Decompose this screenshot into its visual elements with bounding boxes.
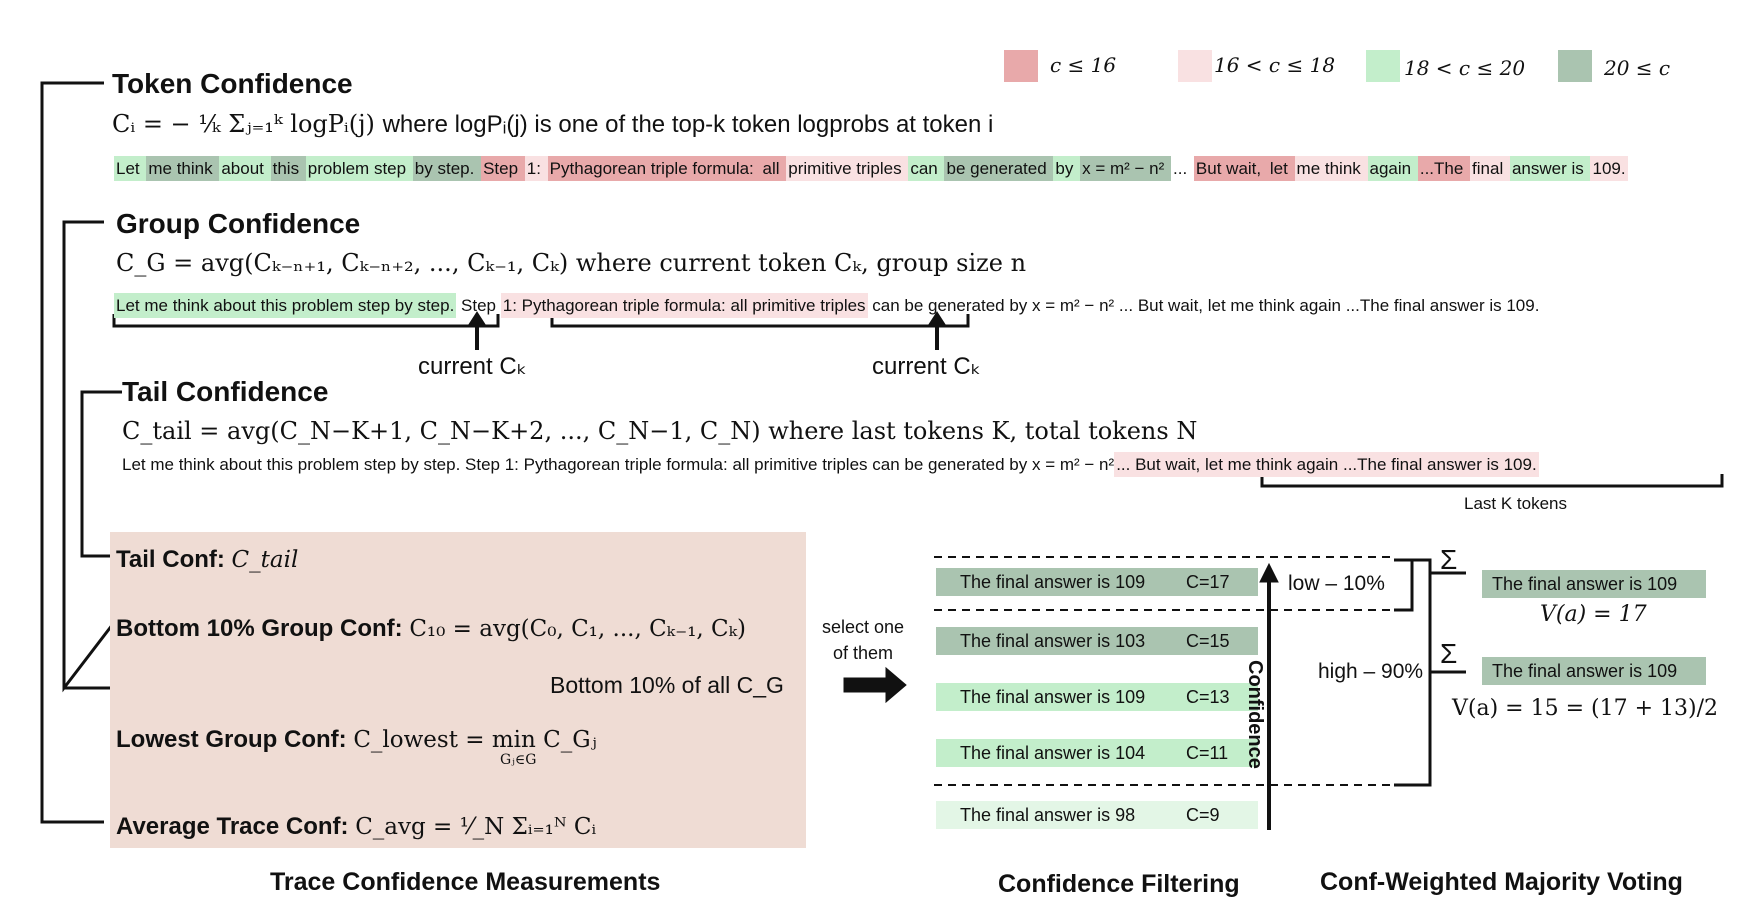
confidence-axis-label: Confidence — [1244, 660, 1266, 769]
token-formula-lhs: Cᵢ = − ¹⁄ₖ Σⱼ₌₁ᵏ logPᵢ(j) — [112, 110, 375, 138]
trace-answer: The final answer is 104 — [960, 743, 1146, 763]
vote-answer-1: The final answer is 109 — [1482, 570, 1706, 598]
vote-formula-1: V(a) = 17 — [1540, 602, 1647, 627]
sigma-symbol-2: Σ — [1440, 638, 1458, 669]
trace-confidence: C=13 — [1186, 687, 1230, 707]
token-formula-rhs: where logPᵢ(j) is one of the top-k token… — [382, 111, 994, 138]
legend-swatch-low — [1004, 50, 1038, 82]
token-chip: by — [1053, 156, 1081, 181]
group-confidence-title: Group Confidence — [116, 208, 361, 239]
token-chip: problem step — [305, 156, 413, 181]
trace-confidence: C=11 — [1186, 743, 1229, 763]
bottom-conf-measure: Bottom 10% Group Conf: C₁₀ = avg(C₀, C₁,… — [116, 615, 746, 643]
group-segment-rest: can be generated by x = m² − n² ... But … — [867, 296, 1540, 315]
avg-conf-label: Average Trace Conf: — [116, 813, 349, 840]
trace-item: The final answer is 109 C=13 — [936, 683, 1258, 711]
vote-answer-2: The final answer is 109 — [1482, 657, 1706, 685]
tail-conf-label: Tail Conf: — [116, 546, 225, 573]
lowest-conf-formula: C_lowest = min C_Gⱼ — [353, 727, 597, 753]
current-token-label-2: current Cₖ — [872, 353, 981, 380]
legend-label-high: 18 < c ≤ 20 — [1404, 56, 1526, 80]
token-chip: x = m² − n² — [1080, 156, 1172, 181]
trace-item: The final answer is 109 C=17 — [936, 568, 1258, 596]
caption-measurements: Trace Confidence Measurements — [270, 868, 661, 896]
token-chip: primitive triples — [786, 156, 909, 181]
token-chip: Pythagorean triple formula: — [547, 156, 761, 181]
token-confidence-formula: Cᵢ = − ¹⁄ₖ Σⱼ₌₁ᵏ logPᵢ(j) where logPᵢ(j)… — [112, 110, 993, 139]
avg-conf-measure: Average Trace Conf: C_avg = ¹⁄_N Σᵢ₌₁ᴺ C… — [116, 813, 596, 841]
legend-swatch-high — [1366, 50, 1400, 82]
token-chip: answer is — [1509, 156, 1591, 181]
trace-confidence: C=15 — [1186, 631, 1230, 651]
legend-label-mid: 16 < c ≤ 18 — [1214, 53, 1336, 77]
select-one-label: select one of them — [822, 617, 905, 663]
lowest-conf-measure: Lowest Group Conf: C_lowest = min C_Gⱼ — [116, 726, 597, 754]
token-chip: ... — [1173, 159, 1192, 178]
bottom-conf-label: Bottom 10% Group Conf: — [116, 615, 403, 642]
token-chip: again — [1367, 156, 1418, 181]
token-chip: let — [1267, 156, 1295, 181]
trace-confidence: C=9 — [1186, 805, 1220, 825]
token-chip: this — [270, 156, 306, 181]
trace-answer: The final answer is 109 — [960, 687, 1146, 707]
last-k-tokens-label: Last K tokens — [1464, 494, 1568, 513]
trace-item: The final answer is 104 C=11 — [936, 739, 1258, 767]
caption-voting: Conf-Weighted Majority Voting — [1320, 868, 1683, 896]
token-chip: final — [1470, 156, 1510, 181]
tail-conf-formula: C_tail — [231, 547, 299, 573]
token-chip: be generated — [944, 156, 1054, 181]
tail-confidence-formula: C_tail = avg(C_N−K+1, C_N−K+2, ..., C_N−… — [122, 417, 1198, 445]
vote-formula-2: V(a) = 15 = (17 + 13)/2 — [1452, 696, 1718, 721]
tail-confidence-title: Tail Confidence — [122, 376, 329, 407]
avg-conf-formula: C_avg = ¹⁄_N Σᵢ₌₁ᴺ Cᵢ — [355, 814, 597, 840]
lowest-conf-label: Lowest Group Conf: — [116, 726, 347, 753]
token-chip: Step — [481, 156, 525, 181]
token-chip: But wait, — [1193, 156, 1268, 181]
token-chip: by step. — [412, 156, 482, 181]
trace-answer: The final answer is 103 — [960, 631, 1146, 651]
tail-token-sequence: Let me think about this problem step by … — [122, 452, 1539, 477]
low-10-label: low – 10% — [1288, 572, 1385, 595]
group-confidence-formula: C_G = avg(Cₖ₋ₙ₊₁, Cₖ₋ₙ₊₂, ..., Cₖ₋₁, Cₖ)… — [116, 249, 1027, 277]
current-token-label-1: current Cₖ — [418, 353, 527, 380]
group-segment-current-2: 1: Pythagorean triple formula: all primi… — [500, 293, 868, 318]
tail-segment-last: ... But wait, let me think again ...The … — [1114, 452, 1539, 477]
measurements-panel — [110, 532, 806, 848]
legend-label-low: c ≤ 16 — [1050, 53, 1117, 77]
token-chip: ...The — [1417, 156, 1471, 181]
tail-segment-plain: Let me think about this problem step by … — [122, 455, 1115, 474]
legend-swatch-top — [1558, 50, 1592, 82]
token-chip: 109. — [1590, 156, 1628, 181]
trace-answer: The final answer is 109 — [960, 572, 1146, 592]
group-segment-current-1: Let me think about this problem step by … — [114, 293, 457, 318]
tail-conf-measure: Tail Conf: C_tail — [116, 546, 298, 574]
trace-item: The final answer is 103 C=15 — [936, 627, 1258, 655]
trace-answer: The final answer is 98 — [960, 805, 1136, 825]
legend-swatch-mid — [1178, 50, 1212, 82]
token-chip: all — [760, 156, 787, 181]
token-sequence: Let me think about this problem step by … — [114, 156, 1628, 181]
caption-filtering: Confidence Filtering — [998, 870, 1240, 898]
trace-confidence: C=17 — [1186, 572, 1230, 592]
sigma-symbol-1: Σ — [1440, 544, 1458, 575]
token-chip: about — [219, 156, 271, 181]
bottom-conf-formula: C₁₀ = avg(C₀, C₁, ..., Cₖ₋₁, Cₖ) — [409, 616, 747, 642]
legend-label-top: 20 ≤ c — [1604, 56, 1671, 80]
token-chip: me think — [1294, 156, 1368, 181]
token-chip: can — [908, 156, 945, 181]
high-90-label: high – 90% — [1318, 660, 1424, 683]
token-confidence-title: Token Confidence — [112, 68, 353, 99]
bottom-conf-note: Bottom 10% of all C_G — [550, 672, 784, 698]
group-segment-mid: Step — [456, 296, 501, 315]
group-token-sequence: Let me think about this problem step by … — [114, 293, 1540, 318]
trace-item: The final answer is 98 C=9 — [936, 801, 1258, 829]
token-chip: 1: — [524, 156, 548, 181]
lowest-conf-subscript: Gⱼ∈G — [500, 752, 537, 768]
token-chip: Let — [114, 156, 147, 181]
token-chip: me think — [146, 156, 220, 181]
